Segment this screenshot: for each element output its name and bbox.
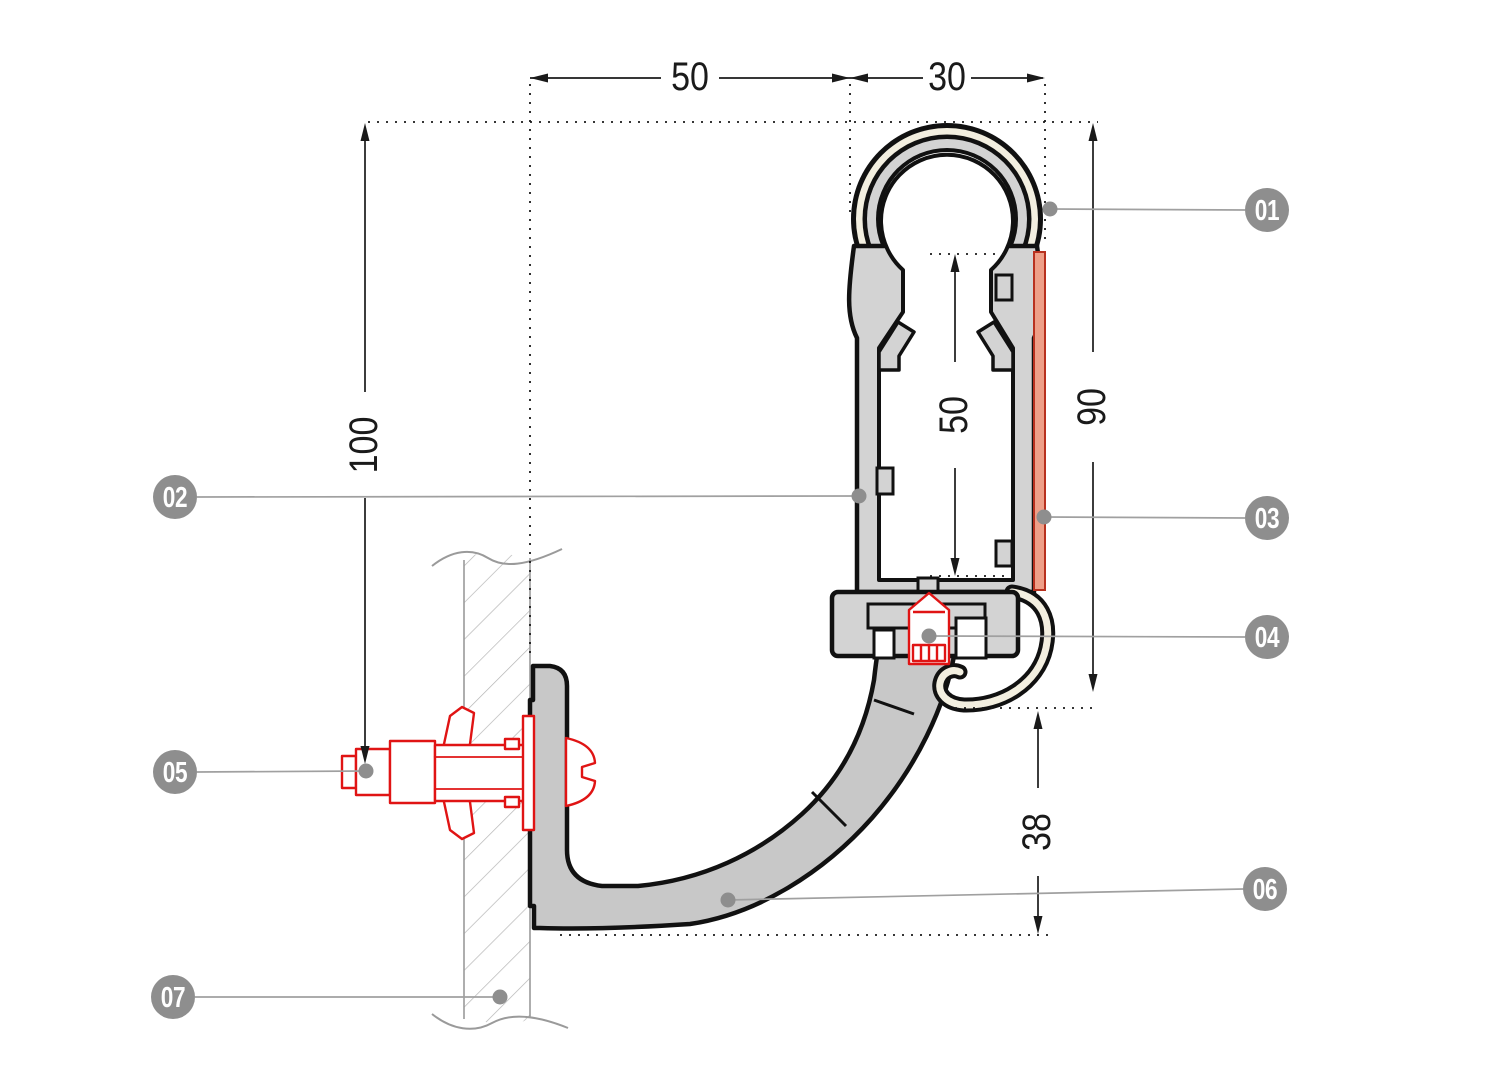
callout-badge-02: 02 <box>153 475 197 519</box>
dim-label-top-right-width: 30 <box>928 53 966 98</box>
dim-label-offset-bottom: 38 <box>1013 813 1058 851</box>
profile-hook-scroll <box>932 584 1056 713</box>
callout-leaders <box>195 208 1246 998</box>
anchor-body <box>388 739 437 805</box>
support-bracket <box>527 647 958 931</box>
bracket-seam-upper <box>873 698 915 716</box>
anchor-nose <box>340 754 358 790</box>
callout-dots <box>358 201 1058 1005</box>
callout-dot-04 <box>921 628 937 644</box>
dim-lines-vertical <box>364 130 1094 928</box>
callout-badge-05: 05 <box>153 750 197 794</box>
callout-badge-03: 03 <box>1245 496 1289 540</box>
callout-badge-01: 01 <box>1245 188 1289 232</box>
inner-tab-right <box>976 320 1015 372</box>
svg-text:03: 03 <box>1255 501 1279 534</box>
extension-lines <box>368 84 1098 936</box>
svg-text:02: 02 <box>163 480 187 513</box>
dimensions <box>360 73 1098 936</box>
wall-boss-left <box>875 466 895 496</box>
callout-dot-06 <box>720 892 736 908</box>
expansion-anchor <box>340 705 597 841</box>
wall-boss-right-lower <box>994 539 1014 568</box>
dim-label-inner-height: 50 <box>930 396 975 434</box>
dim-label-height-left: 100 <box>340 417 385 474</box>
handrail-profile <box>829 123 1056 713</box>
callout-dot-01 <box>1042 201 1058 217</box>
bracket-arm <box>527 647 958 931</box>
callout-badge-04: 04 <box>1245 615 1289 659</box>
anchor-screw-head <box>564 736 597 808</box>
callout-dot-05 <box>358 763 374 779</box>
dimension-labels: 50 30 100 50 90 38 <box>340 53 1113 851</box>
svg-text:07: 07 <box>161 980 185 1013</box>
base-notch-right <box>954 616 988 660</box>
callout-badge-07: 07 <box>151 975 195 1019</box>
dim-arrowheads <box>360 73 1098 934</box>
svg-text:01: 01 <box>1255 193 1279 226</box>
anchor-washer <box>521 714 536 832</box>
anchor-through-shaft <box>433 743 529 803</box>
callout-dot-03 <box>1036 509 1052 525</box>
dim-label-height-right: 90 <box>1068 388 1113 426</box>
dim-label-top-width: 50 <box>671 53 709 98</box>
profile-cavity <box>877 152 1015 582</box>
svg-text:06: 06 <box>1253 872 1277 905</box>
bracket-seam-lower <box>810 790 848 828</box>
callout-dot-07 <box>492 989 508 1005</box>
callout-dot-02 <box>851 488 867 504</box>
inner-tab-left <box>877 320 916 372</box>
led-insert-strip <box>1033 251 1046 591</box>
base-notch-left <box>872 628 896 660</box>
callout-badge-06: 06 <box>1243 867 1287 911</box>
svg-text:04: 04 <box>1255 620 1280 653</box>
wall-boss-right-upper <box>994 273 1014 302</box>
svg-text:05: 05 <box>163 755 187 788</box>
wall-break-bottom <box>431 1013 569 1030</box>
wall-break-top <box>431 548 563 567</box>
callout-badges: 01 02 03 04 05 06 07 <box>151 188 1289 1019</box>
